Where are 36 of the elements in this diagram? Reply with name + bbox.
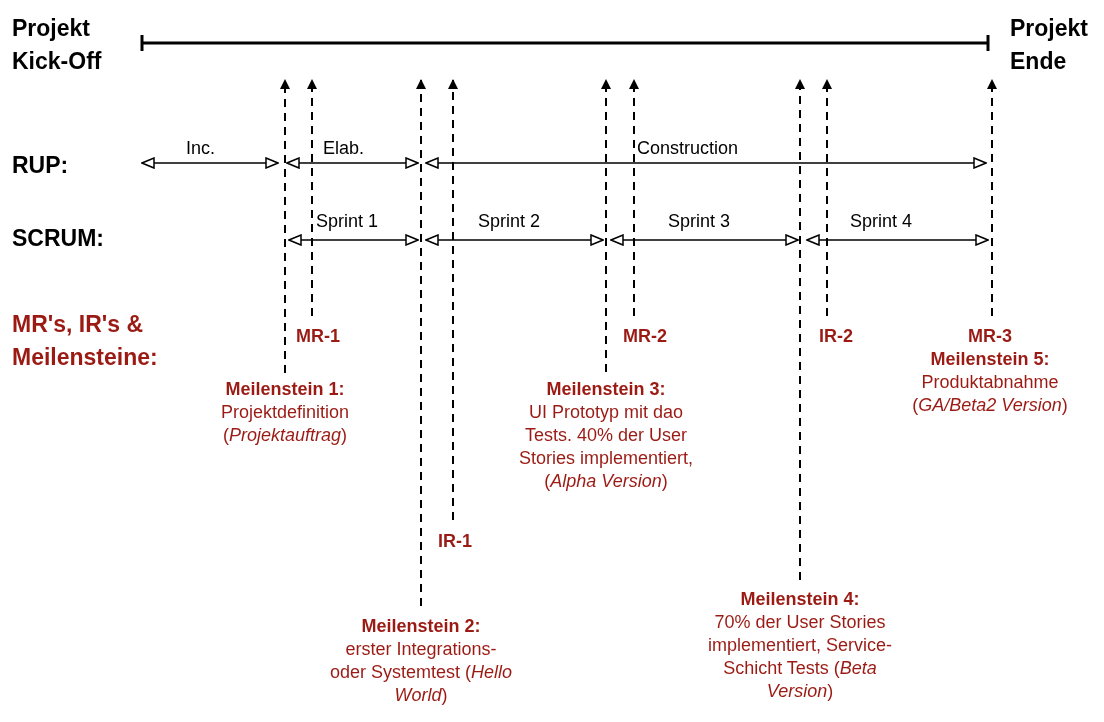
arrow [822,79,832,317]
phase-label: Elab. [323,137,365,159]
review-label: IR-1 [437,530,473,553]
row-heading: RUP: [12,151,69,180]
row-heading: SCRUM: [12,224,104,253]
review-label: MR-3 [967,325,1013,348]
milestone-description: Produktabnahme (GA/Beta2 Version) [911,371,1069,417]
phase-label: Sprint 4 [850,210,913,232]
timeline-end-label: Projekt Ende [1010,14,1089,76]
review-label: MR-2 [622,325,668,348]
arrow [280,79,290,374]
milestone-title: Meilenstein 5: [929,348,1051,371]
milestone-title: Meilenstein 4: [739,588,861,611]
review-label: IR-2 [818,325,854,348]
review-label: MR-1 [295,325,341,348]
arrow [307,79,317,317]
phase-label: Inc. [186,137,215,159]
milestone-title: Meilenstein 3: [545,378,667,401]
row-heading: MR's, IR's & Meilensteine: [12,310,159,372]
timeline-end-label: Projekt Kick-Off [12,14,103,76]
phase-label: Sprint 2 [478,210,541,232]
phase-label: Sprint 1 [316,210,379,232]
phase-label: Construction [637,137,739,159]
arrow [629,79,639,317]
arrow [416,79,426,607]
milestone-description: Projektdefinition (Projektauftrag) [219,401,351,447]
arrow [795,79,805,581]
arrow [448,79,458,521]
milestone-description: erster Integrations- oder Systemtest (Hello World) [328,638,514,707]
arrow [601,79,611,373]
milestone-title: Meilenstein 1: [224,378,346,401]
arrow [987,79,997,317]
phase-label: Sprint 3 [668,210,731,232]
milestone-title: Meilenstein 2: [360,615,482,638]
milestone-description: UI Prototyp mit dao Tests. 40% der User Stories implementiert, (Alpha Version) [517,401,695,493]
milestone-description: 70% der User Stories implementiert, Service-Schicht Tests (Beta Version) [706,611,894,703]
